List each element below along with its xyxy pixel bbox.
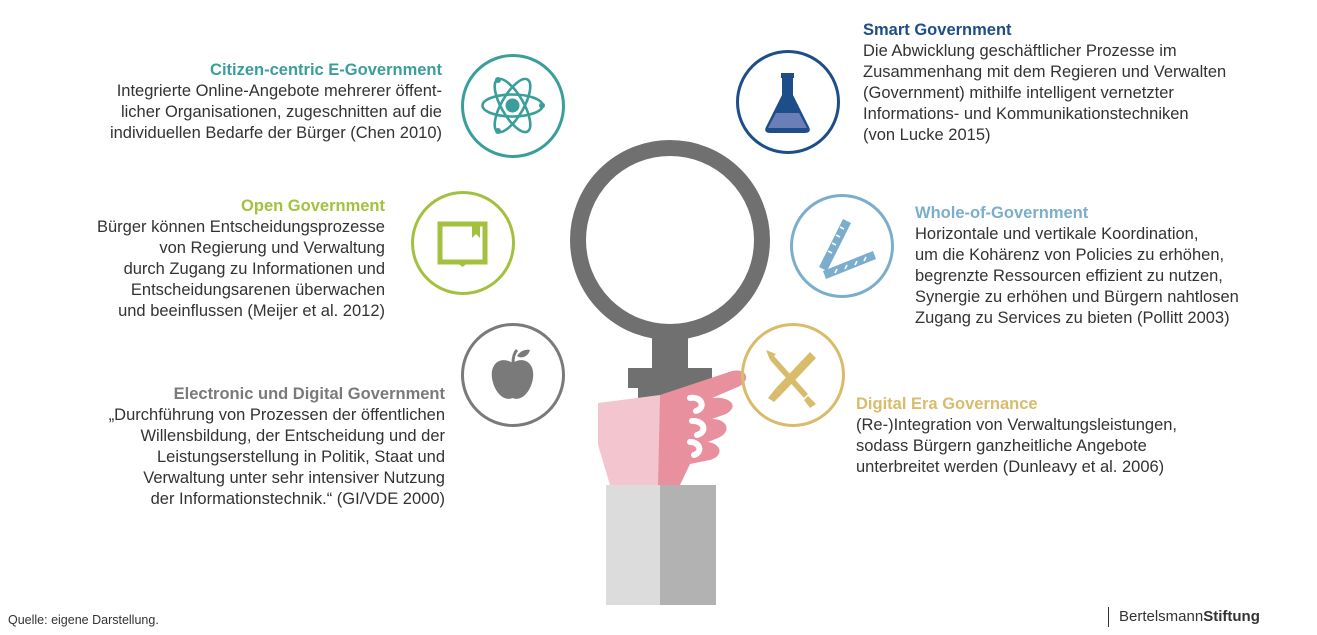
citizen-centric-text: Integrierte Online-Angebote mehrerer öff…: [109, 82, 442, 142]
magnifier-handle: [628, 368, 712, 388]
magnifier-lens: [570, 140, 770, 340]
tools-icon: [741, 323, 845, 427]
whole-of-government-block: Whole-of-Government Horizontale und vert…: [915, 203, 1305, 329]
electronic-digital-government-text: „Durchführung von Prozessen der öffentli…: [108, 406, 445, 508]
hand-glove: [598, 370, 747, 485]
source-note: Quelle: eigene Darstellung.: [8, 613, 159, 627]
digital-era-governance-text: (Re-)Integration von Verwaltungsleistung…: [856, 416, 1178, 476]
smart-government-block: Smart Government Die Abwicklung geschäft…: [863, 20, 1283, 146]
whole-of-government-title: Whole-of-Government: [915, 204, 1089, 222]
atom-icon: [461, 54, 565, 158]
open-government-block: Open Government Bürger können Entscheidu…: [20, 196, 385, 322]
brand-regular: Bertelsmann: [1119, 608, 1204, 625]
flask-icon: [736, 50, 840, 154]
book-icon: [411, 191, 515, 295]
brand-bold: Stiftung: [1203, 608, 1260, 625]
open-government-title: Open Government: [241, 197, 385, 215]
ruler-icon: [790, 194, 894, 298]
electronic-digital-government-block: Electronic und Digital Government „Durch…: [20, 384, 445, 510]
citizen-centric-block: Citizen-centric E-Government Integrierte…: [20, 60, 442, 144]
electronic-digital-government-title: Electronic und Digital Government: [173, 385, 445, 403]
smart-government-title: Smart Government: [863, 21, 1012, 39]
citizen-centric-title: Citizen-centric E-Government: [210, 61, 442, 79]
sleeve-right: [660, 485, 716, 605]
magnifier-neck: [652, 332, 688, 370]
apple-icon: [461, 323, 565, 427]
magnifier-illustration: [570, 140, 770, 605]
whole-of-government-text: Horizontale und vertikale Koordination, …: [915, 225, 1239, 327]
sleeve-left: [606, 485, 660, 605]
digital-era-governance-title: Digital Era Governance: [856, 395, 1038, 413]
digital-era-governance-block: Digital Era Governance (Re-)Integration …: [856, 394, 1286, 478]
open-government-text: Bürger können Entscheidungsprozesse von …: [96, 218, 385, 320]
smart-government-text: Die Abwicklung geschäftlicher Prozesse i…: [863, 42, 1227, 144]
brand-logo: BertelsmannStiftung: [1108, 607, 1260, 627]
